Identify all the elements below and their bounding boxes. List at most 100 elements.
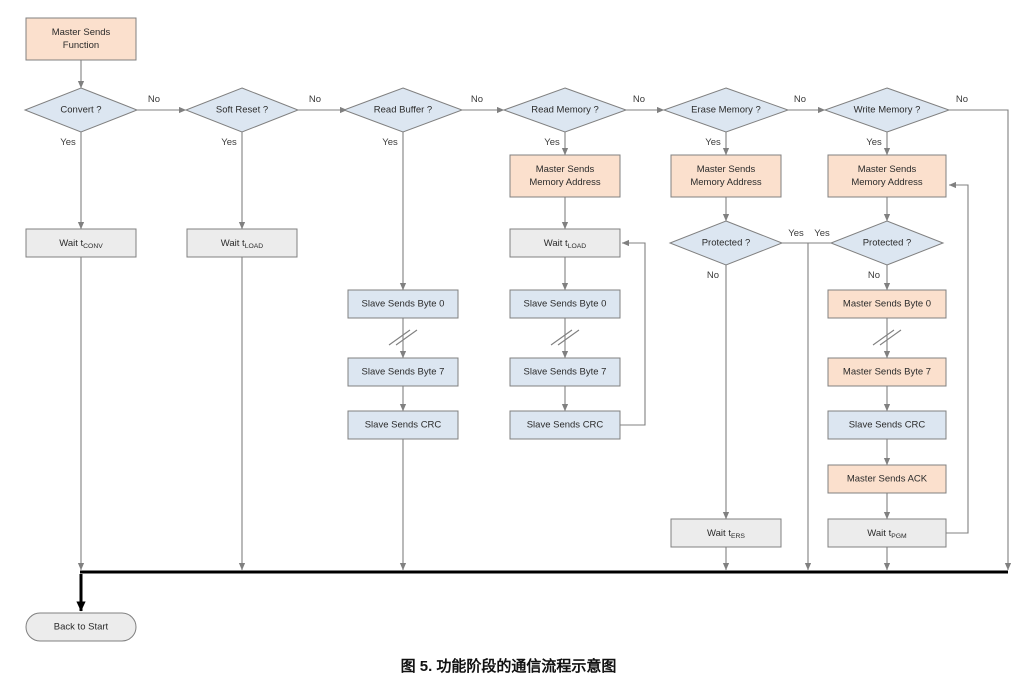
- edge-label: Yes: [382, 137, 398, 148]
- node-em_prot[interactable]: Protected ?: [668, 220, 784, 266]
- connector-e-writememory-no: No: [949, 94, 1012, 571]
- node-wm_wait[interactable]: Wait tPGM: [827, 518, 947, 548]
- node-label: Slave Sends CRC: [849, 420, 926, 431]
- node-wait_conv[interactable]: Wait tCONV: [25, 228, 137, 258]
- connector-e-rm-crc-loop: [620, 239, 646, 426]
- node-label: Master Sends: [52, 27, 111, 38]
- node-readmemory[interactable]: Read Memory ?: [502, 87, 628, 133]
- node-rb_byte0[interactable]: Slave Sends Byte 0: [347, 289, 459, 319]
- node-label: Slave Sends Byte 0: [362, 299, 445, 310]
- edge-label: No: [794, 94, 806, 105]
- edge-label: Yes: [705, 137, 721, 148]
- node-label: Protected ?: [702, 238, 751, 249]
- node-label: Master Sends Byte 0: [843, 299, 931, 310]
- node-label: Master Sends Byte 7: [843, 367, 931, 378]
- edge-label: No: [471, 94, 483, 105]
- connector-e-erase-yes: Yes: [705, 132, 730, 156]
- node-label: Write Memory ?: [854, 105, 921, 116]
- node-label: Memory Address: [690, 177, 762, 188]
- node-label: Master Sends: [858, 164, 917, 175]
- node-softreset[interactable]: Soft Reset ?: [184, 87, 300, 133]
- connector-e-convert-yes: Yes: [60, 132, 85, 230]
- edge-label: No: [633, 94, 645, 105]
- connector-e-write-yes: Yes: [866, 132, 891, 156]
- node-label: Wait tLOAD: [544, 238, 587, 250]
- connector-e-wm-b0-b7: [872, 318, 902, 359]
- node-readbuffer[interactable]: Read Buffer ?: [342, 87, 464, 133]
- node-label: Function: [63, 40, 99, 51]
- node-rb_crc[interactable]: Slave Sends CRC: [347, 410, 459, 440]
- node-rm_byte0[interactable]: Slave Sends Byte 0: [509, 289, 621, 319]
- node-wait_load_sr[interactable]: Wait tLOAD: [186, 228, 298, 258]
- node-convert[interactable]: Convert ?: [23, 87, 139, 133]
- node-label: Wait tERS: [707, 528, 745, 540]
- node-label: Slave Sends Byte 0: [524, 299, 607, 310]
- node-back[interactable]: Back to Start: [25, 612, 137, 642]
- node-label: Slave Sends Byte 7: [524, 367, 607, 378]
- edge-label: Yes: [60, 137, 76, 148]
- connector-e-readbuffer-yes: Yes: [382, 132, 407, 291]
- node-rm_byte7[interactable]: Slave Sends Byte 7: [509, 357, 621, 387]
- node-label: Memory Address: [529, 177, 601, 188]
- connector-e-convert-no: No: [137, 94, 187, 114]
- connector-e-wm-prot-yes: Yes: [808, 228, 831, 244]
- node-erasememory[interactable]: Erase Memory ?: [662, 87, 790, 133]
- edge-label: Yes: [544, 137, 560, 148]
- edge-label: No: [309, 94, 321, 105]
- edge-label: Yes: [221, 137, 237, 148]
- node-wm_prot[interactable]: Protected ?: [829, 220, 945, 266]
- node-wm_ack[interactable]: Master Sends ACK: [827, 464, 947, 494]
- node-label: Memory Address: [851, 177, 923, 188]
- connector-e-wm-prot-no: No: [868, 265, 891, 291]
- connector-e-em-prot-yes: Yes: [782, 228, 812, 571]
- connector-e-em-prot-no: No: [707, 265, 730, 520]
- node-rm_crc[interactable]: Slave Sends CRC: [509, 410, 621, 440]
- node-wm_byte7[interactable]: Master Sends Byte 7: [827, 357, 947, 387]
- node-label: Read Memory ?: [531, 105, 599, 116]
- connector-e-readmemory-yes: Yes: [544, 132, 569, 156]
- node-label: Master Sends ACK: [847, 474, 928, 485]
- node-label: Protected ?: [863, 238, 912, 249]
- connector-e-readbuffer-no: No: [462, 94, 505, 114]
- node-rb_byte7[interactable]: Slave Sends Byte 7: [347, 357, 459, 387]
- node-label: Master Sends: [697, 164, 756, 175]
- node-rm_wait[interactable]: Wait tLOAD: [509, 228, 621, 258]
- node-label: Erase Memory ?: [691, 105, 761, 116]
- connector-e-erasememory-no: No: [788, 94, 826, 114]
- node-label: Back to Start: [54, 622, 109, 633]
- node-label: Wait tLOAD: [221, 238, 264, 250]
- node-label: Wait tPGM: [867, 528, 907, 540]
- edge-label: No: [868, 270, 880, 281]
- node-label: Slave Sends CRC: [527, 420, 604, 431]
- connector-e-readmemory-no: No: [626, 94, 665, 114]
- node-label: Wait tCONV: [59, 238, 103, 250]
- connector-e-rb-b0-b7: [388, 318, 418, 359]
- edge-label: Yes: [866, 137, 882, 148]
- connector-e-rm-b0-b7: [550, 318, 580, 359]
- node-label: Master Sends: [536, 164, 595, 175]
- edge-label: No: [148, 94, 160, 105]
- bus-bar-layer: [76, 570, 1008, 612]
- node-wm_byte0[interactable]: Master Sends Byte 0: [827, 289, 947, 319]
- node-em_wait[interactable]: Wait tERS: [670, 518, 782, 548]
- edge-label: No: [956, 94, 968, 105]
- connector-e-softreset-yes: Yes: [221, 132, 246, 230]
- edge-label: No: [707, 270, 719, 281]
- connector-e-softreset-no: No: [298, 94, 348, 114]
- node-label: Convert ?: [60, 105, 101, 116]
- edge-label: Yes: [814, 228, 830, 239]
- node-writememory[interactable]: Write Memory ?: [823, 87, 951, 133]
- node-label: Slave Sends CRC: [365, 420, 442, 431]
- figure-caption: 图 5. 功能阶段的通信流程示意图: [400, 658, 617, 675]
- node-wm_crc[interactable]: Slave Sends CRC: [827, 410, 947, 440]
- edge-label: Yes: [788, 228, 804, 239]
- node-label: Slave Sends Byte 7: [362, 367, 445, 378]
